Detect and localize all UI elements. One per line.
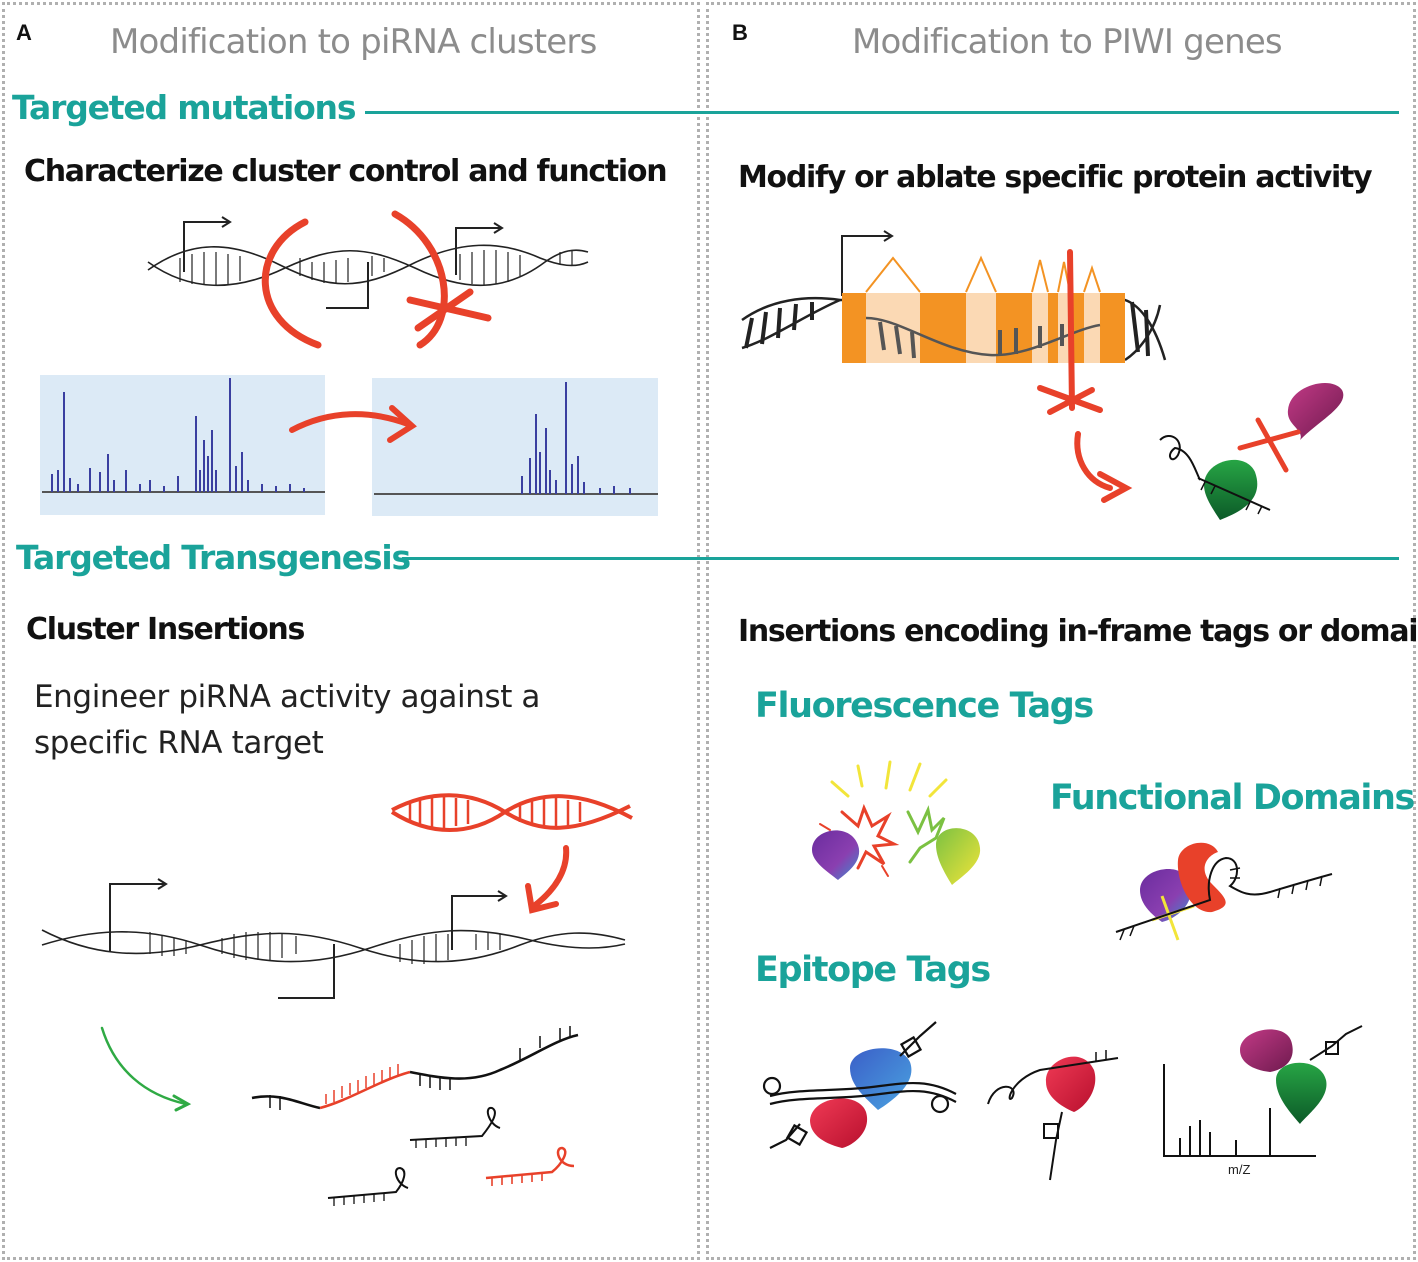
functional-domain-complex — [1115, 842, 1333, 941]
mass-spec-complex — [1240, 1025, 1363, 1124]
track-bars-before — [42, 378, 325, 493]
exon-disruption — [1037, 249, 1133, 503]
mass-spec-plot — [1163, 1064, 1316, 1157]
panel-b-mutation-heading: Modify or ablate specific protein activi… — [738, 160, 1373, 195]
teal-rule-transgenesis — [402, 557, 1399, 560]
panel-a-border — [2, 2, 700, 1260]
panel-a-insertion-body-line2: specific RNA target — [34, 725, 324, 761]
splice-junctions — [865, 255, 1101, 293]
epitope-complex-2 — [987, 1050, 1119, 1181]
pirna-black-1 — [409, 1106, 501, 1148]
gene-promoter — [841, 230, 894, 296]
target-rna — [251, 1026, 579, 1110]
panel-b-border — [706, 2, 1416, 1260]
piwi-complex-disrupted — [1159, 382, 1344, 520]
panel-b-title: Modification to PIWI genes — [852, 22, 1283, 62]
mass-spec-axis-label: m/Z — [1228, 1162, 1251, 1177]
pirna-black-2 — [327, 1166, 409, 1206]
fluorescence-tag-purple — [812, 830, 860, 880]
deletion-brackets — [261, 210, 492, 349]
section-targeted-mutations: Targeted mutations — [12, 88, 356, 127]
pirna-red — [485, 1146, 575, 1186]
teal-rule-mutations — [365, 111, 1399, 114]
panel-b-insertion-heading: Insertions encoding in-frame tags or dom… — [738, 614, 1418, 649]
fluorescence-tag-yellowgreen — [936, 828, 981, 885]
panel-a-mutation-heading: Characterize cluster control and functio… — [24, 154, 668, 189]
panel-a-insertion-body-line1: Engineer piRNA activity against a — [34, 679, 541, 715]
panel-b-letter: B — [732, 20, 748, 45]
insert-arrow — [525, 845, 570, 914]
track-bars-after — [374, 382, 658, 495]
fluorescence-tags-label: Fluorescence Tags — [755, 686, 1094, 726]
panel-a-letter: A — [16, 20, 32, 45]
functional-domains-label: Functional Domains — [1050, 778, 1415, 818]
panel-a-insertion-heading: Cluster Insertions — [26, 612, 305, 647]
track-arrow — [289, 405, 417, 443]
fluorescence-bursts — [819, 760, 948, 877]
insert-helix — [390, 793, 633, 832]
lower-cluster-helix — [41, 878, 626, 999]
section-targeted-transgenesis: Targeted Transgenesis — [16, 538, 411, 577]
cluster-dna-helix — [147, 216, 589, 309]
epitope-complex-1 — [762, 1021, 957, 1149]
panel-a-title: Modification to piRNA clusters — [110, 22, 597, 62]
green-arrow — [100, 1026, 192, 1112]
gene-dna-rungs — [744, 301, 1150, 357]
epitope-tags-label: Epitope Tags — [755, 950, 991, 990]
gene-inner-helix — [865, 316, 1101, 359]
